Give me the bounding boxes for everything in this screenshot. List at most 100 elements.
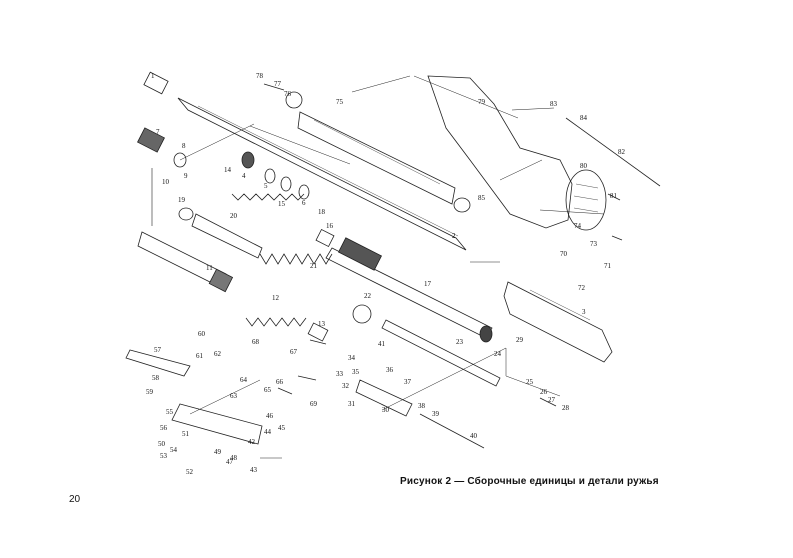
callout-77: 77 (274, 80, 282, 88)
callout-85: 85 (478, 194, 486, 202)
bolt-carrier (381, 319, 501, 387)
callout-39: 39 (432, 410, 440, 418)
callout-11: 11 (206, 264, 213, 272)
callout-1: 1 (151, 72, 155, 80)
callout-69: 69 (310, 400, 318, 408)
callout-19: 19 (178, 196, 186, 204)
callout-9: 9 (184, 172, 188, 180)
callout-65: 65 (264, 386, 272, 394)
callout-2: 2 (452, 232, 456, 240)
callout-51: 51 (182, 430, 190, 438)
magazine-tube (325, 247, 493, 339)
callout-72: 72 (578, 284, 586, 292)
callout-33: 33 (336, 370, 344, 378)
callout-83: 83 (550, 100, 558, 108)
callout-70: 70 (560, 250, 568, 258)
callout-10: 10 (162, 178, 170, 186)
callout-59: 59 (146, 388, 154, 396)
callout-23: 23 (456, 338, 464, 346)
callout-48: 48 (230, 454, 238, 462)
action-spring (231, 193, 305, 201)
magazine-spring (259, 253, 333, 265)
callout-17: 17 (424, 280, 432, 288)
choke-tube (143, 71, 169, 95)
callout-40: 40 (470, 432, 478, 440)
callout-80: 80 (580, 162, 588, 170)
callout-71: 71 (604, 262, 612, 270)
callout-38: 38 (418, 402, 426, 410)
callout-57: 57 (154, 346, 162, 354)
callout-29: 29 (516, 336, 524, 344)
callout-7: 7 (156, 128, 160, 136)
callout-20: 20 (230, 212, 238, 220)
receiver (503, 281, 613, 363)
callout-18: 18 (318, 208, 326, 216)
buttplate (565, 169, 607, 231)
callout-58: 58 (152, 374, 160, 382)
callout-79: 79 (478, 98, 486, 106)
callout-8: 8 (182, 142, 186, 150)
callout-68: 68 (252, 338, 260, 346)
callout-30: 30 (382, 406, 390, 414)
callout-64: 64 (240, 376, 248, 384)
callout-16: 16 (326, 222, 334, 230)
callout-73: 73 (590, 240, 598, 248)
callout-36: 36 (386, 366, 394, 374)
callout-25: 25 (526, 378, 534, 386)
callout-45: 45 (278, 424, 286, 432)
callout-50: 50 (158, 440, 166, 448)
callout-6: 6 (302, 199, 306, 207)
callout-13: 13 (318, 320, 326, 328)
callout-37: 37 (404, 378, 412, 386)
callout-67: 67 (290, 348, 298, 356)
callout-5: 5 (264, 182, 268, 190)
callout-43: 43 (250, 466, 258, 474)
callout-3: 3 (582, 308, 586, 316)
callout-42: 42 (248, 438, 256, 446)
barrel (177, 97, 467, 251)
callout-81: 81 (610, 192, 618, 200)
callout-12: 12 (272, 294, 280, 302)
callout-61: 61 (196, 352, 204, 360)
forend (297, 111, 456, 205)
part-callouts: 1234567891011121314151617181920212223242… (146, 72, 626, 476)
callout-49: 49 (214, 448, 222, 456)
callout-75: 75 (336, 98, 344, 106)
callout-84: 84 (580, 114, 588, 122)
callout-27: 27 (548, 396, 556, 404)
recoil-spring (245, 317, 307, 327)
callout-82: 82 (618, 148, 626, 156)
stock (427, 75, 573, 229)
callout-54: 54 (170, 446, 178, 454)
callout-62: 62 (214, 350, 222, 358)
callout-47: 47 (226, 458, 234, 466)
callout-66: 66 (276, 378, 284, 386)
callout-74: 74 (574, 222, 582, 230)
page-number: 20 (69, 494, 81, 505)
callout-14: 14 (224, 166, 232, 174)
callout-21: 21 (310, 262, 318, 270)
callout-32: 32 (342, 382, 350, 390)
callout-26: 26 (540, 388, 548, 396)
callout-78: 78 (256, 72, 264, 80)
figure-caption: Рисунок 2 — Сборочные единицы и детали р… (400, 476, 659, 487)
callout-56: 56 (160, 424, 168, 432)
callout-35: 35 (352, 368, 360, 376)
callout-24: 24 (494, 350, 502, 358)
callout-76: 76 (284, 90, 292, 98)
callout-63: 63 (230, 392, 238, 400)
callout-52: 52 (186, 468, 194, 476)
callout-31: 31 (348, 400, 356, 408)
callout-60: 60 (198, 330, 206, 338)
callout-4: 4 (242, 172, 246, 180)
callout-28: 28 (562, 404, 570, 412)
callout-55: 55 (166, 408, 174, 416)
callout-53: 53 (160, 452, 168, 460)
trigger-group (171, 403, 263, 445)
stock-bolt (565, 117, 661, 187)
callout-41: 41 (378, 340, 386, 348)
callout-46: 46 (266, 412, 274, 420)
callout-44: 44 (264, 428, 272, 436)
